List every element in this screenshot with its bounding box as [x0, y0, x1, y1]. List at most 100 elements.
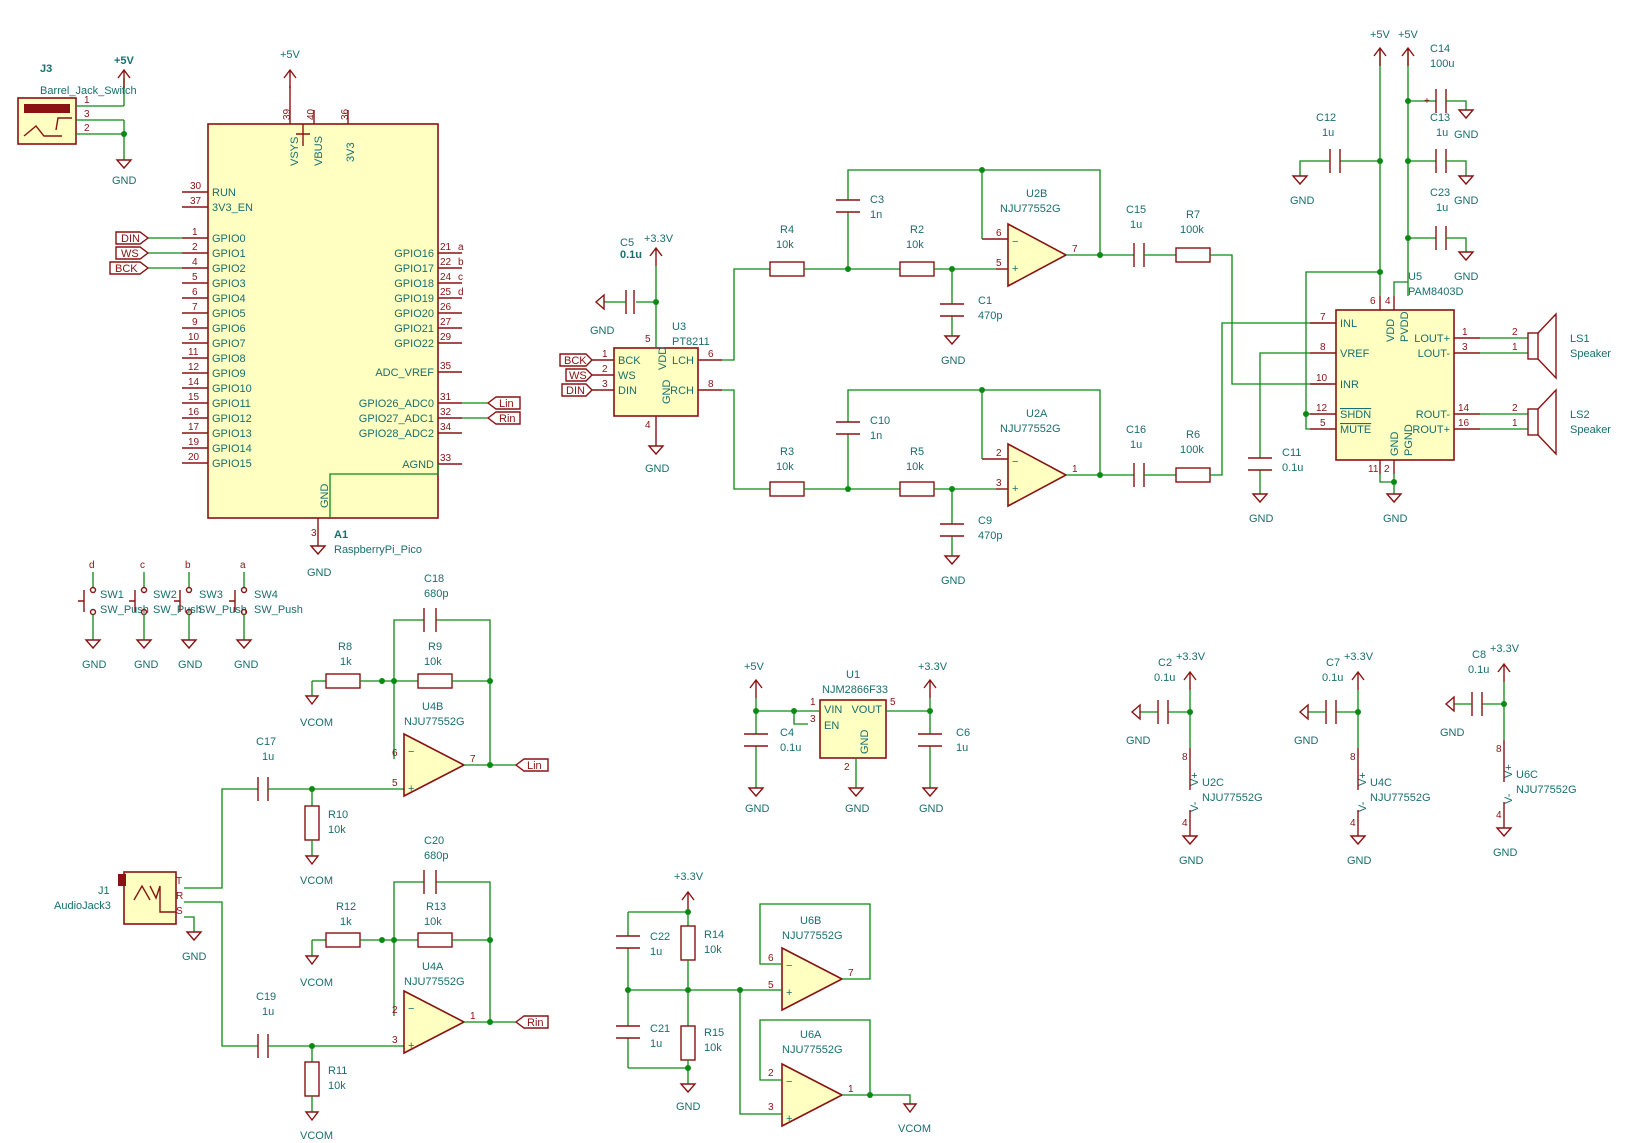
svg-text:7: 7	[470, 754, 476, 765]
svg-text:SW2: SW2	[153, 589, 177, 601]
switch-sw1: d GND SW1 SW_Push	[78, 560, 149, 671]
svg-text:10: 10	[1316, 373, 1328, 384]
a1-pin-15: 15	[188, 392, 200, 403]
opamp-u6a: − + 2 3 1 U6A NJU77552G	[768, 1029, 854, 1128]
a1-adcvref: ADC_VREF	[375, 367, 434, 379]
svg-text:V+: V+	[1503, 764, 1515, 778]
a1-pin-14: 14	[188, 377, 200, 388]
svg-text:d: d	[89, 560, 95, 571]
r11	[304, 1061, 320, 1097]
a1-net-a: a	[458, 242, 464, 253]
svg-text:470p: 470p	[978, 310, 1002, 322]
svg-text:MUTE: MUTE	[1340, 424, 1371, 436]
opamp-u6b: − + 6 5 7 U6B NJU77552G	[768, 915, 854, 1012]
svg-text:C19: C19	[256, 991, 276, 1003]
svg-text:−: −	[786, 1076, 792, 1088]
svg-text:+: +	[1424, 96, 1430, 107]
svg-text:10k: 10k	[906, 239, 924, 251]
svg-text:1k: 1k	[340, 656, 352, 668]
a1-adc2: GPIO28_ADC2	[359, 428, 434, 440]
label-lin-u4b: Lin	[514, 758, 549, 772]
a1-pin-33: 33	[440, 453, 452, 464]
svg-text:+5V: +5V	[744, 661, 765, 673]
svg-text:c: c	[140, 560, 145, 571]
svg-text:GND: GND	[1454, 129, 1479, 141]
a1-gpio1: GPIO1	[212, 248, 246, 260]
svg-text:4: 4	[1350, 818, 1356, 829]
svg-text:U6A: U6A	[800, 1029, 822, 1041]
svg-text:C9: C9	[978, 515, 992, 527]
label-bck-u3: BCK	[559, 353, 593, 367]
svg-text:C16: C16	[1126, 424, 1146, 436]
svg-text:4: 4	[645, 420, 651, 431]
a1-pin-11: 11	[188, 347, 199, 358]
svg-text:NJU77552G: NJU77552G	[404, 716, 465, 728]
opamp-u4b: − + 6 5 7 U4B NJU77552G	[392, 701, 476, 798]
a1-3v3en: 3V3_EN	[212, 202, 253, 214]
svg-text:Speaker: Speaker	[1570, 348, 1611, 360]
a1-pin-10: 10	[188, 332, 200, 343]
svg-text:U3: U3	[672, 321, 686, 333]
a1-gpio5: GPIO5	[212, 308, 246, 320]
svg-text:−: −	[1012, 456, 1018, 468]
svg-text:6: 6	[392, 748, 398, 759]
svg-text:1u: 1u	[1130, 439, 1142, 451]
svg-text:3: 3	[1462, 342, 1468, 353]
u3-p33v-label: +3.3V	[644, 233, 674, 245]
svg-text:2: 2	[844, 762, 850, 773]
svg-text:NJU77552G: NJU77552G	[1000, 203, 1061, 215]
svg-text:INL: INL	[1340, 318, 1357, 330]
svg-text:GND: GND	[1493, 847, 1518, 859]
a1-pin-27: 27	[440, 317, 452, 328]
j3-pin-1: 1	[84, 95, 90, 106]
svg-text:a: a	[240, 560, 246, 571]
svg-text:R7: R7	[1186, 209, 1200, 221]
svg-text:U5: U5	[1408, 271, 1422, 283]
a1-net-c: c	[458, 272, 463, 283]
svg-text:WS: WS	[618, 370, 636, 382]
svg-text:0.1u: 0.1u	[1468, 664, 1489, 676]
a1-gnd-label: GND	[307, 567, 332, 579]
svg-text:C11: C11	[1282, 447, 1301, 459]
svg-text:−: −	[408, 746, 414, 758]
svg-text:+: +	[1012, 483, 1018, 495]
svg-text:U6C: U6C	[1516, 769, 1538, 781]
svg-text:GND: GND	[1126, 735, 1151, 747]
a1-pin-22: 22	[440, 257, 452, 268]
a1-pin-29: 29	[440, 332, 452, 343]
svg-text:C20: C20	[424, 835, 444, 847]
a1-ref: A1	[334, 529, 348, 541]
svg-text:+: +	[1012, 263, 1018, 275]
svg-text:+5V: +5V	[1370, 29, 1391, 41]
a1-gpio9: GPIO9	[212, 368, 246, 380]
a1-gpio19: GPIO19	[394, 293, 434, 305]
svg-text:C3: C3	[870, 194, 884, 206]
svg-text:LOUT+: LOUT+	[1414, 333, 1450, 345]
a1-run: RUN	[212, 187, 236, 199]
svg-text:C14: C14	[1430, 43, 1450, 55]
svg-text:100u: 100u	[1430, 58, 1454, 70]
svg-text:10k: 10k	[776, 239, 794, 251]
svg-text:R9: R9	[428, 641, 442, 653]
svg-text:5: 5	[392, 778, 398, 789]
svg-text:SW_Push: SW_Push	[153, 604, 202, 616]
a1-gpio6: GPIO6	[212, 323, 246, 335]
svg-text:LS1: LS1	[1570, 333, 1590, 345]
svg-text:C2: C2	[1158, 657, 1172, 669]
svg-text:VCOM: VCOM	[300, 875, 333, 887]
svg-text:2: 2	[602, 364, 608, 375]
svg-text:8: 8	[1182, 752, 1188, 763]
svg-text:NJU77552G: NJU77552G	[1202, 792, 1263, 804]
svg-text:3: 3	[392, 1035, 398, 1046]
svg-text:7: 7	[1320, 312, 1326, 323]
a1-pin-26: 26	[440, 302, 452, 313]
r2	[899, 261, 935, 277]
r14	[680, 925, 696, 961]
svg-text:GND: GND	[745, 803, 770, 815]
svg-text:−: −	[408, 1003, 414, 1015]
a1-pin-4: 4	[192, 257, 198, 268]
svg-text:100k: 100k	[1180, 444, 1204, 456]
